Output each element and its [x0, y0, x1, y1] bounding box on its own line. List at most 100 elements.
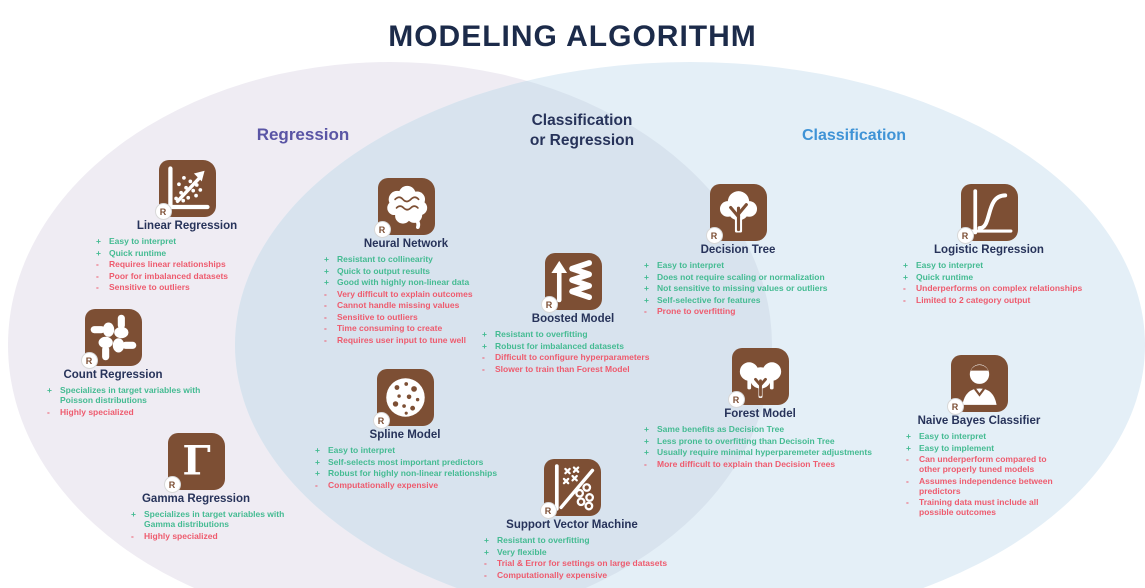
point-text: Trial & Error for settings on large data…	[497, 558, 668, 569]
point-text: Easy to interpret	[919, 431, 987, 441]
pro-marker: +	[644, 424, 649, 434]
con-marker: -	[47, 406, 50, 417]
con-item: -Prone to overfitting	[642, 306, 856, 316]
point-text: Robust for imbalanced datasets	[495, 340, 624, 351]
point-text: Quick to output results	[337, 265, 431, 276]
point-text: Can underperform compared to other prope…	[919, 454, 1047, 475]
point-text: Easy to implement	[919, 442, 995, 453]
pro-item: +Easy to interpret	[642, 260, 856, 270]
con-marker: -	[324, 334, 327, 345]
pro-marker: +	[96, 247, 101, 258]
point-text: Self-selects most important predictors	[328, 456, 484, 467]
dotted-sphere-icon: R	[372, 369, 434, 429]
pro-marker: +	[484, 546, 489, 557]
pro-item: +Self-selective for features	[642, 295, 856, 305]
con-item: -Poor for imbalanced datasets	[94, 271, 280, 281]
pro-item: + Specializes in target variables with Ga…	[129, 509, 296, 529]
pro-marker: +	[482, 340, 487, 351]
point-text: Prone to overfitting	[657, 306, 736, 317]
pro-item: + Quick to output results	[322, 266, 504, 276]
pro-marker: +	[644, 294, 649, 305]
point-text: Robust for highly non-linear relationshi…	[328, 468, 498, 479]
pro-item: +Easy to interpret	[313, 445, 535, 455]
section-label-line1: Classification	[531, 112, 633, 129]
r-logo-badge: R	[727, 391, 745, 408]
point-text: Specializes in target variables with Gam…	[144, 509, 285, 530]
point-text: Resistant to overfitting	[497, 535, 590, 545]
con-marker: -	[906, 497, 909, 508]
point-text: Very flexible	[497, 546, 547, 557]
point-text: Underperforms on complex relationships	[916, 283, 1083, 294]
point-text: Requires user input to tune well	[337, 334, 466, 345]
pro-marker: +	[324, 265, 329, 276]
algorithm-name: Count Regression	[63, 369, 163, 381]
point-text: Cannot handle missing values	[337, 300, 460, 311]
pro-item: +Easy to implement	[904, 443, 1058, 453]
con-marker: -	[96, 270, 99, 281]
r-logo-badge: R	[539, 502, 557, 519]
pro-marker: +	[96, 236, 101, 246]
pro-item: + Robust for imbalanced datasets	[480, 341, 680, 351]
pro-item: + Very flexible	[482, 547, 712, 557]
algorithm-name: Decision Tree	[700, 244, 776, 256]
con-item: -Assumes independence between predictors	[904, 476, 1058, 496]
con-item: -Highly specialized	[129, 531, 296, 541]
con-marker: -	[96, 259, 99, 270]
con-marker: -	[324, 311, 327, 322]
pro-item: +Specializes in target variables with Po…	[45, 385, 211, 405]
r-logo-badge: R	[80, 352, 98, 369]
point-text: Less prone to overfitting than Decisoin …	[657, 435, 835, 446]
pro-marker: +	[906, 431, 911, 441]
overlap-region	[235, 62, 772, 588]
point-text: Highly specialized	[60, 406, 134, 417]
point-text: Slower to train than Forest Model	[495, 363, 630, 374]
pro-marker: +	[644, 271, 649, 282]
point-text: Quick runtime	[109, 247, 167, 258]
con-marker: -	[482, 363, 485, 374]
pros-cons-list: +Resistant to overfitting+Very flexible-…	[478, 535, 712, 580]
algo-linear-regression: R Linear Regression +Easy to interpret+Q…	[94, 160, 280, 294]
point-text: Usually require minimal hyperparemeter a…	[657, 447, 872, 458]
con-marker: -	[484, 569, 487, 580]
con-item: -Sensitive to outliers	[322, 312, 504, 322]
point-text: Does not require scaling or normalizatio…	[657, 271, 825, 282]
algo-decision-tree: R Decision Tree +Easy to interpret+Does …	[638, 184, 838, 318]
point-text: Computationally expensive	[497, 569, 608, 580]
section-label-classification: Classification	[801, 127, 907, 144]
pro-item: +Not sensitive to missing values or outl…	[642, 283, 856, 293]
pro-item: + Quick runtime	[94, 248, 280, 258]
pros-cons-list: + Specializes in target variables with Ga…	[96, 509, 296, 541]
con-marker: -	[324, 300, 327, 311]
con-item: -More difficult to explain than Decision…	[642, 459, 904, 469]
con-item: -Time consuming to create	[322, 323, 504, 333]
pro-item: +Less prone to overfitting than Decisoin…	[642, 436, 904, 446]
con-item: -Can underperform compared to other prop…	[904, 454, 1058, 474]
pro-item: +Resistant to collinearity	[322, 254, 504, 264]
section-label-classification-or-regression: Classification or Regression	[502, 111, 662, 151]
algorithm-name: Neural Network	[363, 238, 449, 250]
point-text: Easy to interpret	[109, 236, 177, 246]
con-item: -Trial & Error for settings on large dat…	[482, 558, 712, 568]
algorithm-name: Naive Bayes Classifier	[917, 415, 1041, 427]
pro-item: +Usually require minimal hyperparemeter …	[642, 447, 904, 457]
bayes-portrait-icon: R	[946, 355, 1008, 415]
pro-marker: +	[47, 385, 52, 395]
pro-marker: +	[644, 260, 649, 270]
gamma-symbol-icon: Γ R	[163, 433, 225, 493]
con-item: -Underperforms on complex relationships	[901, 283, 1101, 293]
forest-trees-icon: R	[727, 348, 789, 408]
con-item: -Very difficult to explain outcomes	[322, 289, 504, 299]
algo-gamma-regression: Γ R Gamma Regression +Specializes in tar…	[96, 433, 296, 542]
pros-cons-list: +Easy to interpret+Does not require scal…	[638, 260, 856, 316]
point-text: Resistant to overfitting	[495, 329, 588, 339]
pro-item: + Easy to interpret	[904, 431, 1058, 441]
pros-cons-list: +Specializes in target variables with Po…	[15, 385, 211, 417]
pro-item: + Easy to interpret	[94, 236, 280, 246]
point-text: Difficult to configure hyperparameters	[495, 352, 650, 363]
point-text: More difficult to explain than Decision …	[657, 458, 836, 469]
point-text: Very difficult to explain outcomes	[337, 288, 473, 299]
pro-marker: +	[315, 468, 320, 479]
pro-marker: +	[131, 509, 136, 519]
algorithm-name: Boosted Model	[531, 313, 615, 325]
pro-item: +Same benefits as Decision Tree	[642, 424, 904, 434]
